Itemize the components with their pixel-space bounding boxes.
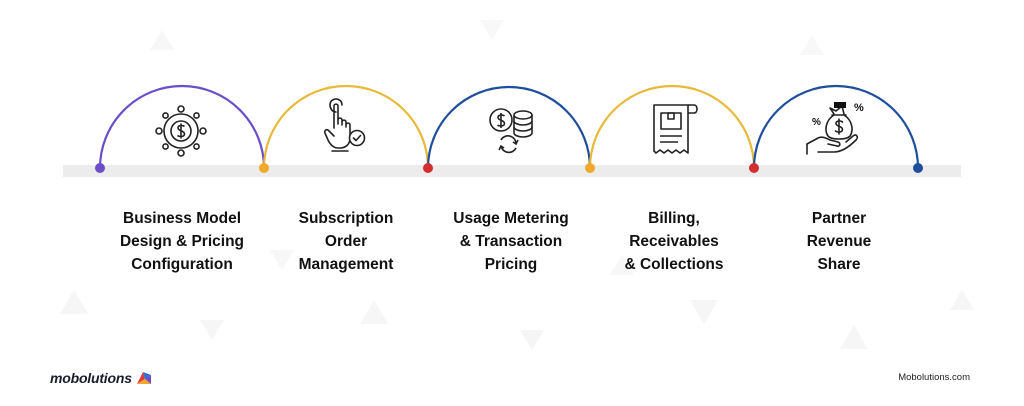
step-label-line: Billing, <box>648 210 700 227</box>
step-label-line: Order <box>324 233 368 250</box>
step-label-line: Revenue <box>806 233 872 250</box>
brand-name: mobolutions <box>50 370 132 386</box>
step-5-label: Partner Revenue Share <box>764 207 914 276</box>
timeline-dot <box>259 163 269 173</box>
step-label-line: Partner <box>811 210 867 227</box>
timeline-dot <box>585 163 595 173</box>
step-1-label: Business Model Design & Pricing Configur… <box>107 207 257 276</box>
step-4-arc <box>588 84 756 169</box>
brand-logo[interactable]: mobolutions <box>50 370 153 386</box>
step-label-line: Subscription <box>298 210 394 227</box>
settings-dollar-icon <box>155 105 207 157</box>
hand-touch-check-icon <box>323 98 366 152</box>
timeline-dot <box>749 163 759 173</box>
step-label-line: Business Model <box>123 210 241 227</box>
hand-money-bag-icon: % % <box>806 102 864 155</box>
step-label-line: Usage Metering <box>453 210 569 227</box>
coin-database-icon <box>489 108 533 154</box>
timeline-track <box>63 165 961 177</box>
step-label-line: Receivables <box>629 233 719 250</box>
step-5-arc <box>752 84 920 169</box>
step-label-line: Design & Pricing <box>119 233 245 250</box>
step-4-label: Billing, Receivables & Collections <box>599 207 749 276</box>
step-3-arc <box>426 85 592 169</box>
step-label-line: Management <box>298 256 394 273</box>
step-1-arc <box>98 84 266 169</box>
site-url[interactable]: Mobolutions.com <box>898 372 970 383</box>
step-label-line: & Transaction <box>459 233 563 250</box>
step-label-line: Configuration <box>131 256 233 273</box>
step-3-label: Usage Metering & Transaction Pricing <box>436 207 586 276</box>
timeline-dot <box>423 163 433 173</box>
timeline-dot <box>913 163 923 173</box>
percent-glyph: % <box>812 117 821 128</box>
step-2-label: Subscription Order Management <box>271 207 421 276</box>
step-label-line: Share <box>817 256 861 273</box>
step-label-line: & Collections <box>624 256 724 273</box>
timeline-dot <box>95 163 105 173</box>
step-label-line: Pricing <box>484 256 538 273</box>
receipt-icon <box>653 104 698 154</box>
percent-glyph: % <box>854 102 864 114</box>
step-2-arc <box>262 84 430 169</box>
mobolutions-logo-icon <box>136 372 151 384</box>
